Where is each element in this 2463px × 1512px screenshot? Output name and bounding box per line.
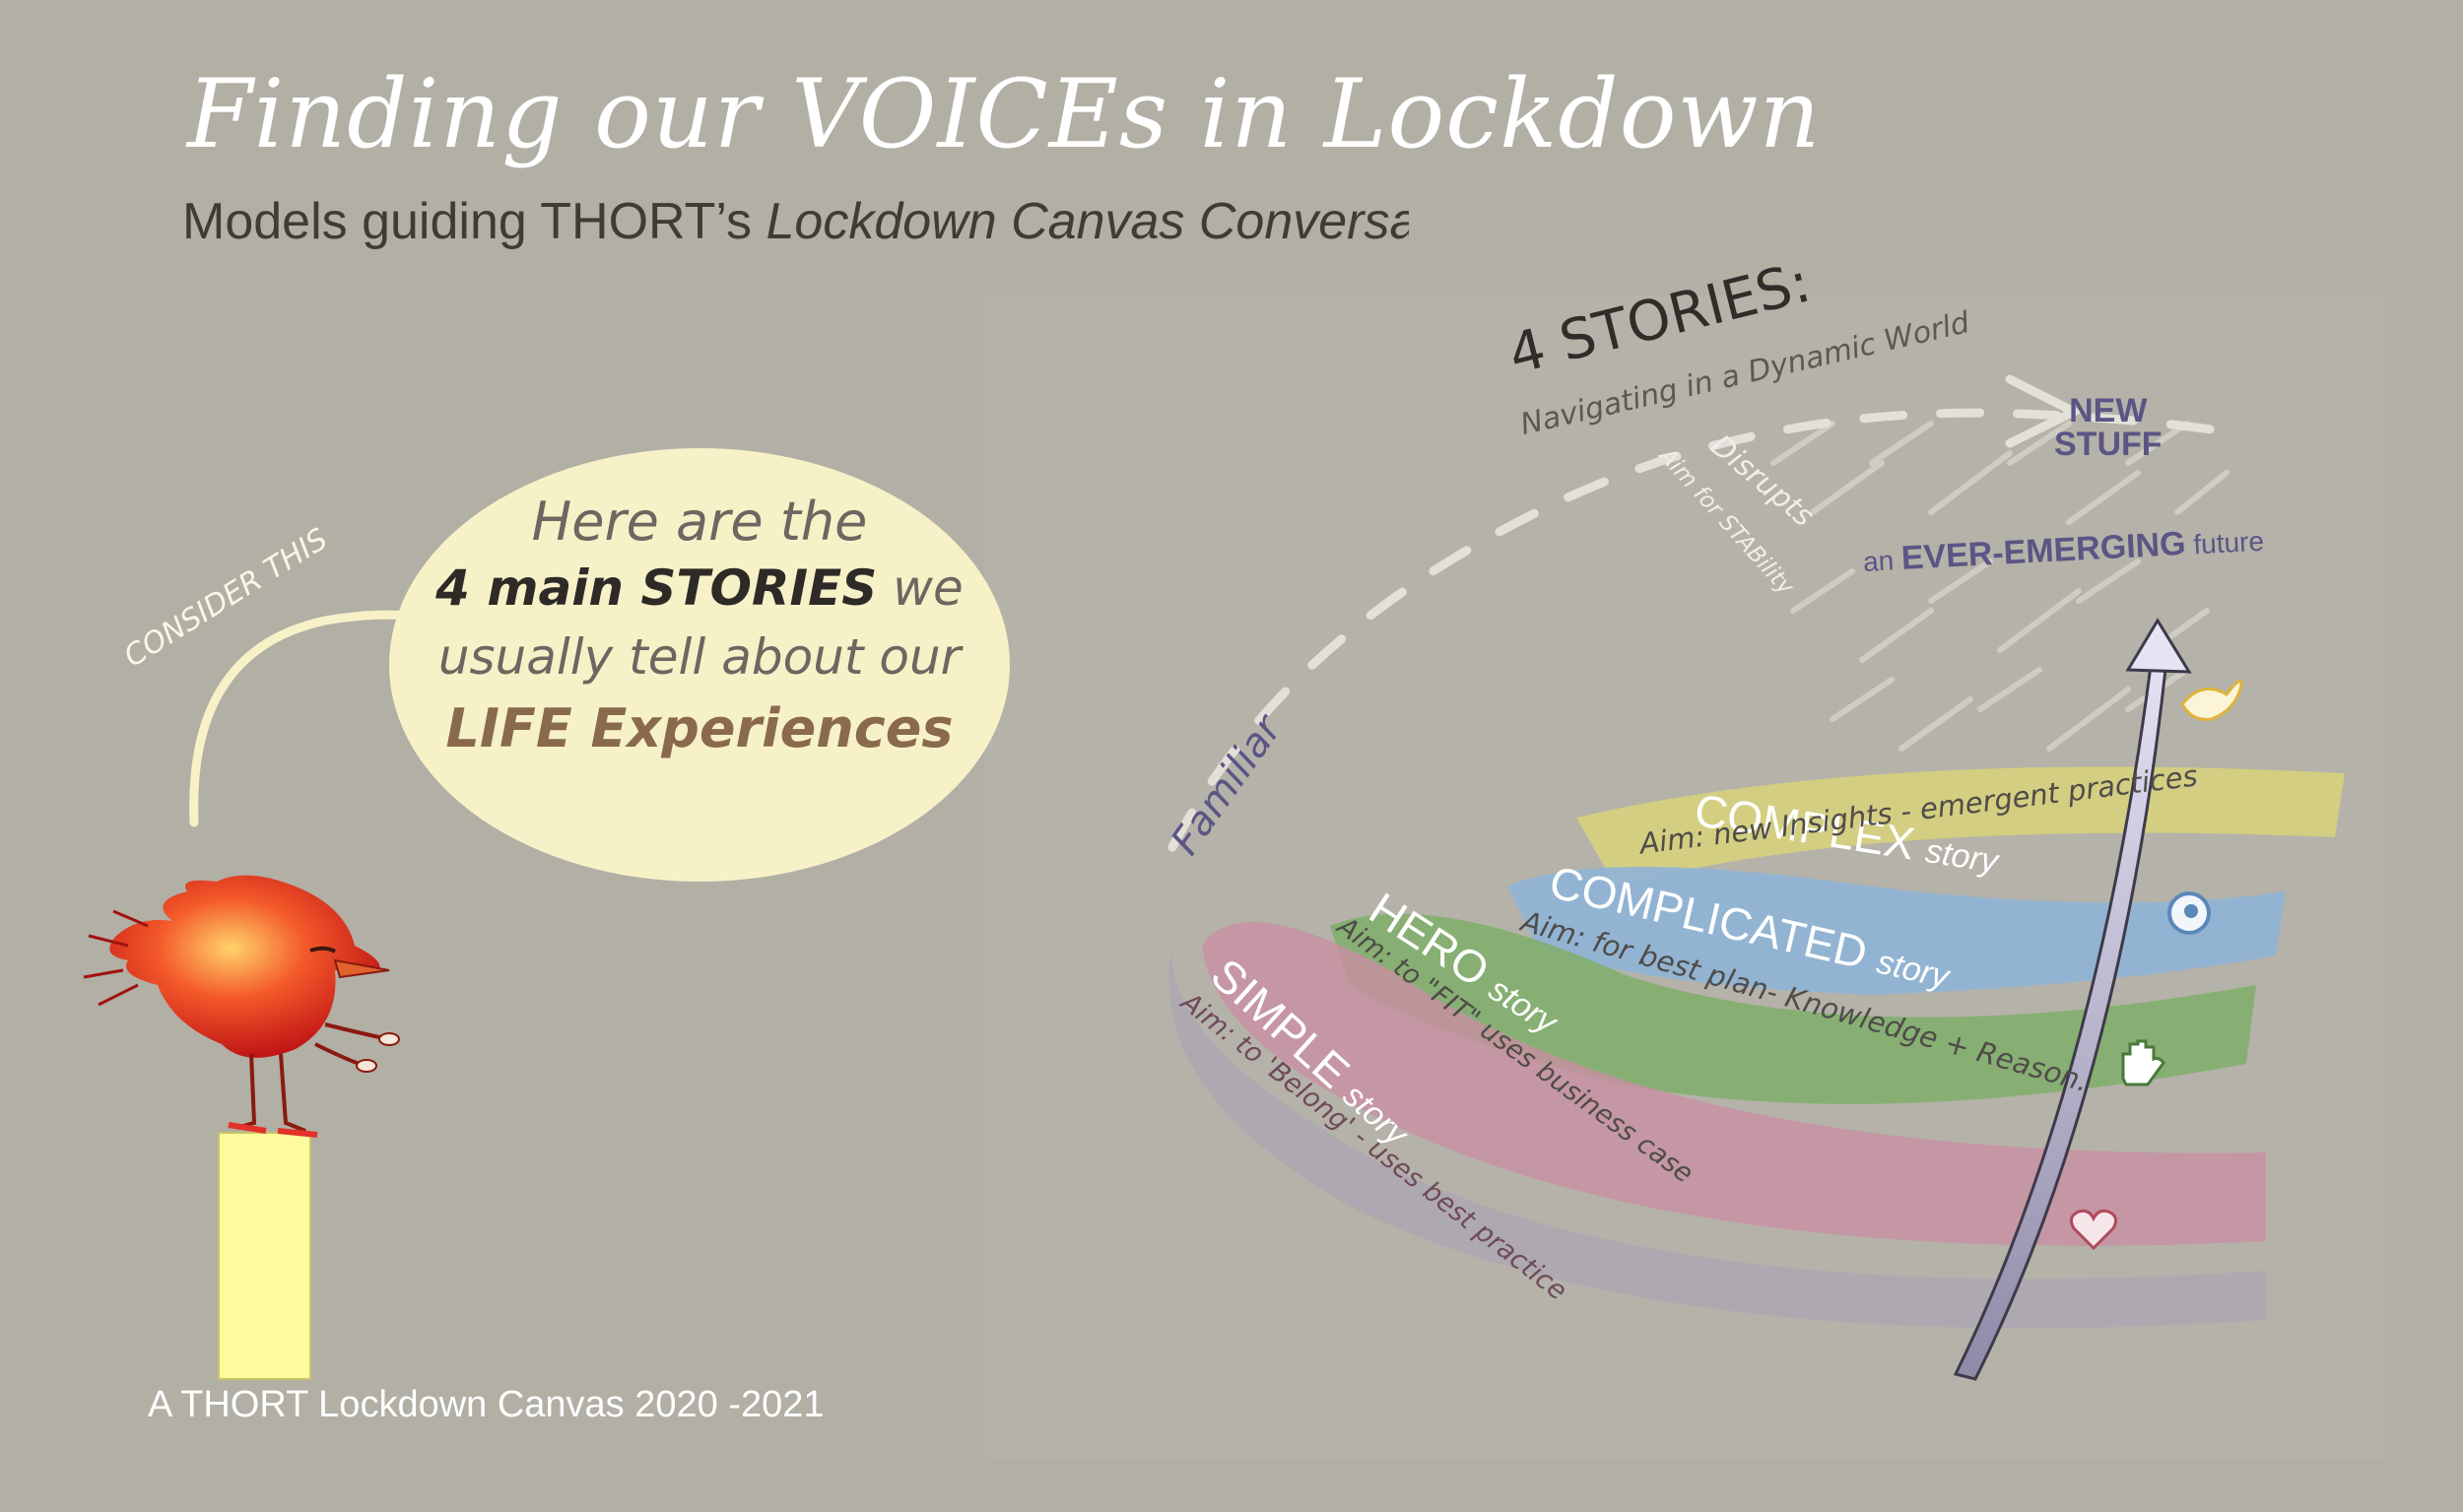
- footer-caption: A THORT Lockdown Canvas 2020 -2021: [148, 1384, 825, 1425]
- dove-icon: [2180, 680, 2243, 721]
- bubble-line-2: 4 main STORIES we: [325, 559, 1074, 617]
- story-complex-word: story: [1922, 832, 2001, 882]
- bubble-line-1: Here are the: [531, 491, 868, 553]
- pedestal: [218, 1132, 311, 1380]
- subtitle-prefix: Models guiding THORT’s: [182, 193, 766, 250]
- page-subtitle: Models guiding THORT’s Lockdown Canvas C…: [182, 192, 1409, 251]
- speech-bubble: [389, 448, 1010, 882]
- consider-arc: [189, 610, 414, 827]
- new-stuff-label: NEW STUFF: [2054, 394, 2163, 461]
- bubble-line-2-rest: we: [877, 559, 964, 617]
- rising-arrow-head: [2125, 618, 2192, 674]
- bubble-line-3: usually tell about our: [437, 628, 962, 686]
- bubble-bold-stories: 4 main STORIES: [435, 559, 878, 617]
- hand-icon: [2121, 1039, 2165, 1086]
- page-title: Finding our VOICEs in Lockdown: [187, 59, 1822, 169]
- band-simple: [1202, 922, 2266, 1246]
- ever-emerging-prefix: an: [1862, 544, 1902, 577]
- sky-scribble: [1770, 421, 2230, 752]
- new-stuff-line-2: STUFF: [2054, 426, 2163, 463]
- subtitle-italic: Lockdown Canvas Conversatio: [766, 193, 1410, 250]
- arrowhead-new-stuff: [2005, 374, 2085, 448]
- band-hero: [1330, 913, 2256, 1104]
- bubble-line-4: LIFE Experiences: [445, 697, 954, 759]
- band-complex: [1576, 766, 2345, 887]
- bubble-text: Here are the 4 main STORIES we usually t…: [325, 473, 1074, 827]
- ever-emerging-suffix: future: [2184, 525, 2265, 560]
- bird-character: [83, 875, 400, 1138]
- new-stuff-line-1: NEW: [2069, 392, 2148, 429]
- familiar-arc: [1167, 408, 2241, 852]
- heart-icon: [2069, 1209, 2118, 1251]
- band-outer: [1168, 946, 2266, 1329]
- band-complicated: [1507, 867, 2286, 995]
- head-icon: [2167, 891, 2211, 935]
